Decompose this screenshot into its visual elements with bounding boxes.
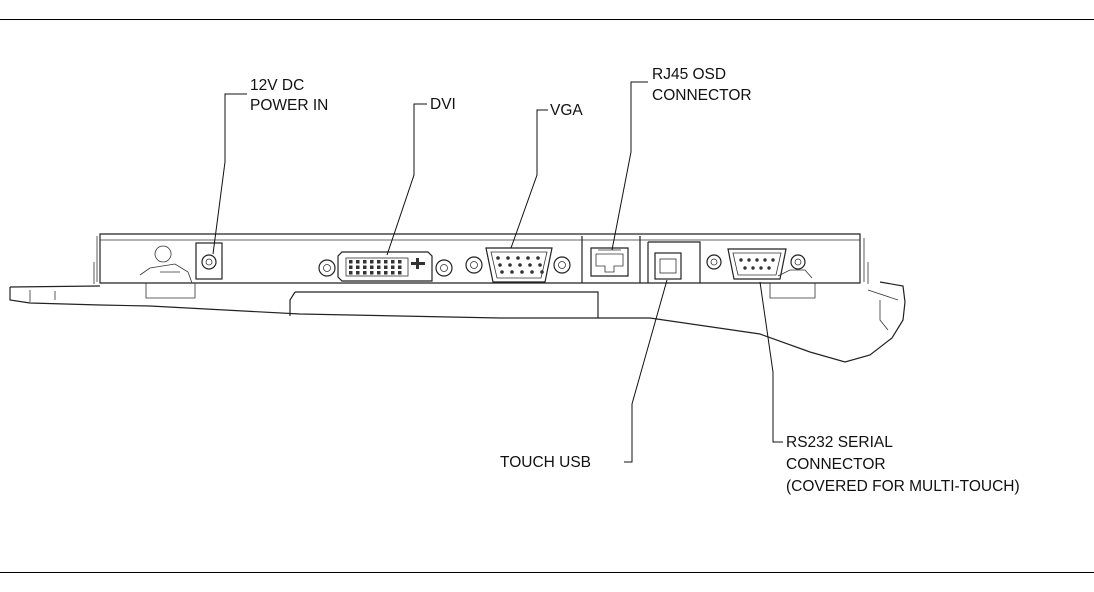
pin [506, 256, 510, 260]
pin [526, 256, 530, 260]
pin [356, 265, 360, 269]
pin [416, 258, 419, 269]
pin [398, 260, 402, 264]
pin [755, 258, 759, 262]
pin [767, 266, 771, 270]
callout-labels: 12V DC POWER IN DVI VGA RJ45 OSD CONNECT… [250, 66, 1020, 495]
pin [349, 260, 353, 264]
pin [528, 263, 532, 267]
pin [763, 258, 767, 262]
label-touch-usb: TOUCH USB [500, 454, 591, 471]
pin [771, 258, 775, 262]
pin [496, 256, 500, 260]
pin [356, 260, 360, 264]
pin [759, 266, 763, 270]
pin [516, 256, 520, 260]
pin [739, 258, 743, 262]
pin [536, 256, 540, 260]
label-rs232-line2: CONNECTOR [786, 456, 886, 473]
pin [398, 271, 402, 275]
monitor-chassis [9, 233, 906, 363]
pin [747, 258, 751, 262]
pin [349, 271, 353, 275]
pin [510, 270, 514, 274]
top-rule [0, 19, 1094, 20]
pin [518, 263, 522, 267]
power-jack [154, 242, 223, 280]
label-rj45-line1: RJ45 OSD [652, 66, 726, 83]
label-dvi: DVI [430, 96, 456, 113]
label-rs232-line1: RS232 SERIAL [786, 434, 893, 451]
pin [363, 260, 367, 264]
pin [377, 271, 381, 275]
pin [520, 270, 524, 274]
label-power-line2: POWER IN [250, 97, 328, 114]
pin [508, 263, 512, 267]
leader-lines [212, 81, 783, 463]
dvi-connector [318, 251, 453, 282]
pin [384, 265, 388, 269]
pin [391, 271, 395, 275]
vga-connector [465, 247, 571, 283]
pin [363, 265, 367, 269]
pin [377, 260, 381, 264]
pin [356, 271, 360, 275]
pin [751, 266, 755, 270]
pin [398, 265, 402, 269]
pin [384, 260, 388, 264]
pin [377, 265, 381, 269]
pin [391, 265, 395, 269]
pin [530, 270, 534, 274]
rj45-connector [581, 236, 641, 283]
label-rs232-line3: (COVERED FOR MULTI-TOUCH) [786, 478, 1020, 495]
label-rj45-line2: CONNECTOR [652, 87, 752, 104]
label-vga: VGA [550, 102, 583, 119]
usb-connector [647, 241, 701, 283]
pin [500, 270, 504, 274]
pin [743, 266, 747, 270]
pin [370, 265, 374, 269]
pin [538, 263, 542, 267]
pin [391, 260, 395, 264]
pin [498, 263, 502, 267]
pin [540, 270, 544, 274]
pin [349, 265, 353, 269]
pin [384, 271, 388, 275]
rs232-connector [706, 248, 806, 280]
bottom-rule [0, 572, 1094, 573]
pin [370, 260, 374, 264]
pin [370, 271, 374, 275]
pin [363, 271, 367, 275]
label-power-line1: 12V DC [250, 77, 304, 94]
